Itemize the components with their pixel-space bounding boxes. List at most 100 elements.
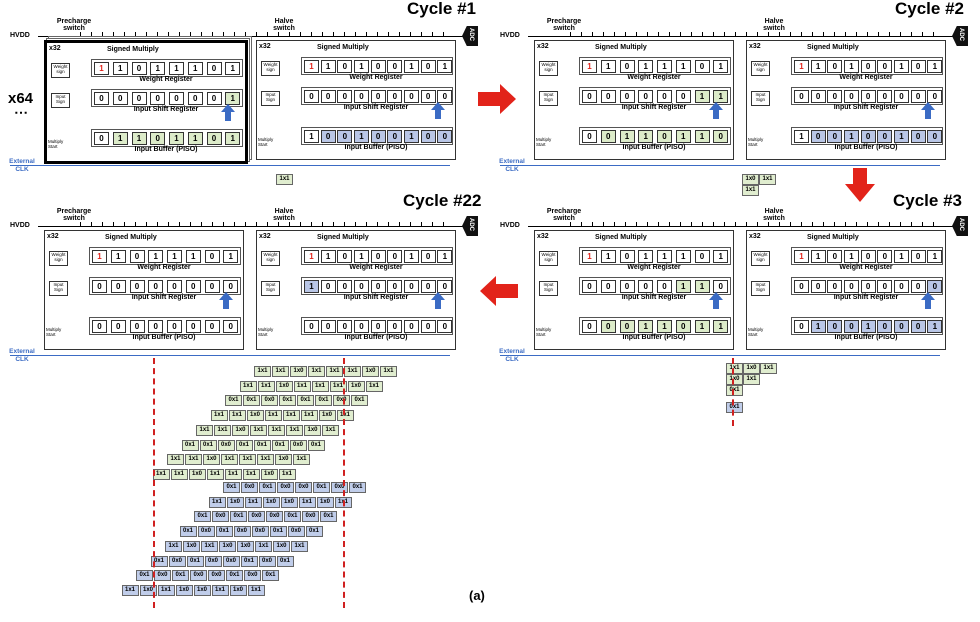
shift-bit: 0 — [337, 90, 353, 103]
precharge-switch-label: Precharge switch — [546, 208, 582, 222]
multiply-start-label: Multiply Start — [48, 139, 64, 149]
weight-label: Weight Register — [349, 74, 403, 81]
buffer-bit: 0 — [619, 320, 635, 333]
weight-bit: 0 — [204, 250, 220, 263]
trace-cell: 0x0 — [258, 555, 276, 567]
trace-cell: 1x1 — [224, 468, 242, 480]
buffer-bit: 1 — [894, 130, 909, 143]
trace-cell: 1x0 — [304, 424, 321, 436]
bus-tick — [443, 32, 444, 37]
shift-bit: 1 — [304, 280, 319, 293]
bus-tick — [377, 32, 378, 37]
bus-tick — [91, 222, 92, 227]
shift-arrow-icon — [221, 104, 235, 121]
trace-cell: 0x0 — [333, 395, 350, 407]
bus-tick — [636, 32, 637, 37]
trace-cell: 0x1 — [230, 511, 247, 523]
weight-bit: 1 — [657, 60, 672, 73]
bus-tick — [432, 32, 433, 37]
buffer-bit: 0 — [844, 320, 859, 333]
bus-tick — [570, 222, 571, 227]
trace-cell: 1x1 — [298, 496, 316, 508]
trace-cell: 1x1 — [282, 410, 300, 422]
adc-block: ADC — [952, 216, 968, 236]
trace-cell: 0x0 — [302, 511, 319, 523]
buffer-bit: 1 — [187, 132, 203, 145]
bus-tick — [333, 32, 334, 37]
trace-cell: 0x1 — [172, 570, 189, 582]
weight-bit: 1 — [187, 62, 203, 75]
trace-cell: 1x0 — [290, 366, 307, 377]
buffer-bit: 0 — [304, 320, 319, 333]
weight-bit: 1 — [354, 250, 369, 263]
bus-tick — [933, 222, 934, 227]
buffer-label: Input Buffer (PISO) — [344, 334, 408, 341]
shift-bit: 0 — [582, 280, 597, 293]
pp-cell: 1x0 — [742, 174, 759, 185]
x32-label: x32 — [749, 43, 761, 50]
buffer-bit: 0 — [437, 130, 453, 143]
trace-cell: 0x1 — [243, 395, 260, 407]
signed-multiply-label: Signed Multiply — [317, 44, 369, 51]
input-sign-box: Input Sign — [539, 281, 558, 296]
buffer-bit: 0 — [810, 130, 826, 143]
bus-tick — [201, 222, 202, 227]
trace-cell: 1x0 — [188, 468, 206, 480]
clk-line — [10, 165, 450, 166]
buffer-label: Input Buffer (PISO) — [134, 146, 198, 153]
weight-bit: 0 — [877, 250, 893, 263]
x32-label: x32 — [47, 233, 59, 240]
bus-tick — [680, 222, 681, 227]
trace-cell: 0x0 — [248, 511, 265, 523]
pp-cell: 1x1 — [743, 374, 760, 385]
weight-bit: 1 — [794, 250, 809, 263]
bus-tick — [779, 32, 780, 37]
trace-cell: 0x1 — [279, 395, 296, 407]
hvdd-label: HVDD — [500, 222, 520, 229]
shift-bit: 0 — [619, 280, 635, 293]
trace-cell: 1x1 — [167, 454, 184, 466]
weight-bit: 1 — [354, 60, 369, 73]
weight-bit: 0 — [827, 60, 843, 73]
bus-tick — [647, 32, 648, 37]
input-sign-box: Input Sign — [261, 281, 280, 296]
pp-cell: 1x0 — [743, 363, 760, 374]
trace-cell: 0x1 — [262, 570, 279, 582]
bus-tick — [801, 222, 802, 227]
trace-cell: 0x0 — [204, 555, 222, 567]
trace-cell: 1x1 — [157, 584, 175, 596]
shift-bit: 0 — [206, 92, 222, 105]
x32-label: x32 — [259, 233, 271, 240]
trace-cell: 0x1 — [235, 439, 253, 451]
bus-tick — [135, 222, 136, 227]
arrow-cycle3-to-22 — [480, 276, 518, 306]
weight-bit: 0 — [619, 250, 635, 263]
pp-cell: 1x1 — [276, 174, 293, 185]
ellipsis-label: ⋯ — [14, 104, 28, 120]
shift-bit: 0 — [420, 90, 436, 103]
trace-cell: 1x1 — [214, 424, 231, 436]
trace-cell: 1x1 — [170, 468, 188, 480]
buffer-label: Input Buffer (PISO) — [622, 334, 686, 341]
multiply-start-label: Multiply Start — [258, 137, 274, 147]
trace-cell: 0x1 — [226, 570, 243, 582]
buffer-bit: 1 — [169, 132, 184, 145]
weight-bit: 0 — [827, 250, 843, 263]
shift-bit: 0 — [337, 280, 353, 293]
bus-tick — [256, 222, 257, 227]
bus-tick — [702, 32, 703, 37]
trace-cell: 1x1 — [211, 584, 229, 596]
bus-tick — [581, 32, 582, 37]
bus-tick — [856, 222, 857, 227]
signed-multiply-label: Signed Multiply — [807, 44, 859, 51]
